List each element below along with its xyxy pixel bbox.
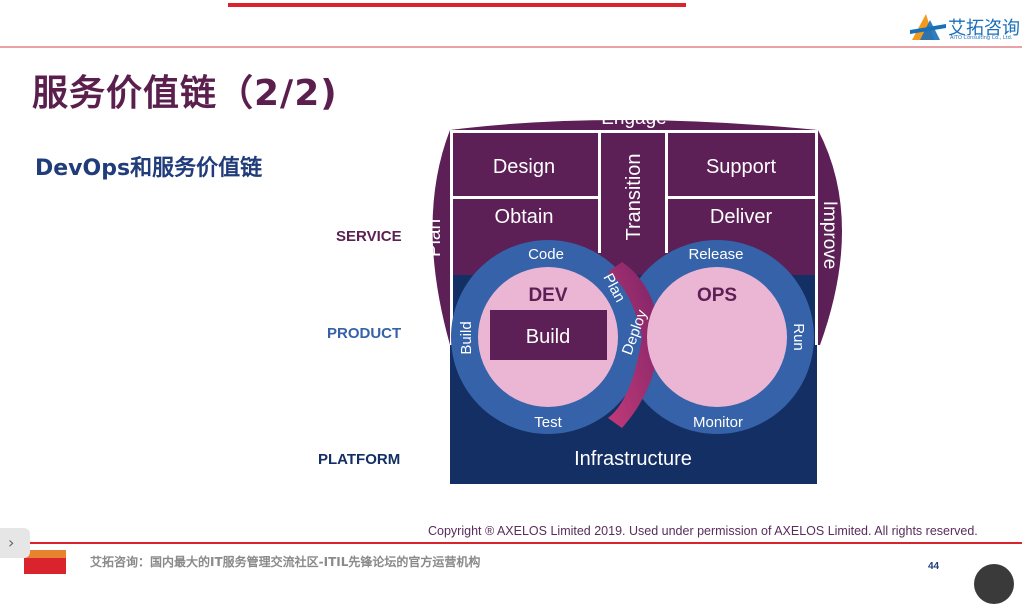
- dev-label: DEV: [528, 285, 567, 306]
- deploy-crossing: [608, 262, 660, 428]
- page-number: 44: [928, 561, 940, 572]
- top-accent-bar: [228, 3, 686, 7]
- slide-subtitle: DevOps和服务价值链: [35, 156, 263, 181]
- footer-divider: [0, 542, 1022, 544]
- test-label: Test: [534, 414, 562, 431]
- itil-flag-icon: [24, 550, 66, 574]
- support-label: Support: [706, 156, 776, 178]
- design-label: Design: [493, 156, 555, 178]
- build-box-label: Build: [526, 326, 570, 348]
- run-label: Run: [790, 323, 807, 351]
- deliver-label: Deliver: [710, 206, 773, 228]
- header-divider: [0, 46, 1022, 48]
- level-label-service: SERVICE: [336, 228, 402, 245]
- chevron-right-icon: ›: [8, 533, 15, 552]
- obtain-label: Obtain: [495, 206, 554, 228]
- code-label: Code: [528, 246, 564, 263]
- build-ring-label: Build: [458, 321, 475, 354]
- level-label-product: PRODUCT: [327, 325, 402, 342]
- footer-tagline: 艾拓咨询：国内最大的IT服务管理交流社区-ITIL先锋论坛的官方运营机构: [90, 555, 481, 569]
- copyright-notice: Copyright ® AXELOS Limited 2019. Used un…: [428, 524, 978, 538]
- logo-name: 艾拓咨询: [948, 18, 1020, 39]
- ops-core: [647, 267, 787, 407]
- level-label-platform: PLATFORM: [318, 451, 401, 468]
- logo-tagline: AITO Consulting Co., Ltd.: [950, 35, 1013, 41]
- overlay-circle-button[interactable]: [974, 564, 1014, 604]
- infrastructure-label: Infrastructure: [574, 448, 692, 470]
- transition-label: Transition: [623, 153, 645, 240]
- company-logo: [910, 14, 946, 40]
- slide-nav-button[interactable]: ›: [0, 528, 30, 558]
- engage-label: Engage: [601, 108, 667, 129]
- release-label: Release: [688, 246, 743, 263]
- monitor-label: Monitor: [693, 414, 743, 431]
- ops-label: OPS: [697, 285, 737, 306]
- slide-title: 服务价值链（2/2): [32, 73, 338, 114]
- improve-label: Improve: [819, 201, 840, 270]
- build-box: [490, 310, 607, 360]
- plan-side-label: Plan: [424, 219, 445, 257]
- devops-value-chain-diagram: Engage Design Support Obtain Deliver Tra…: [424, 108, 843, 484]
